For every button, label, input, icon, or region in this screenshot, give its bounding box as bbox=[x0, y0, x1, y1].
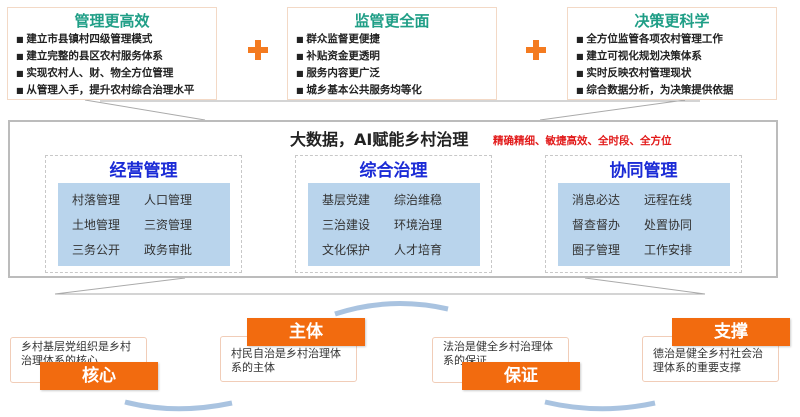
module-item: 村落管理 bbox=[72, 193, 121, 207]
benefit-item: 服务内容更广泛 bbox=[296, 65, 488, 82]
pillar-tag: 核心 bbox=[40, 362, 158, 390]
pillar-tag: 主体 bbox=[247, 318, 365, 346]
benefit-box-decision: 决策更科学 全方位监管各项农村管理工作建立可视化规划决策体系实时反映农村管理现状… bbox=[567, 7, 777, 100]
module-item: 三资管理 bbox=[144, 218, 193, 232]
benefit-box-management: 管理更高效 建立市县镇村四级管理模式建立完整的县区农村服务体系实现农村人、财、物… bbox=[7, 7, 217, 100]
module-item: 督查督办 bbox=[572, 218, 621, 232]
cycle-arrow bbox=[124, 399, 233, 412]
benefit-item: 建立市县镇村四级管理模式 bbox=[16, 31, 208, 48]
plus-icon bbox=[526, 40, 546, 60]
module-item: 综治维稳 bbox=[394, 193, 443, 207]
module-item: 工作安排 bbox=[644, 243, 693, 257]
module-item: 远程在线 bbox=[644, 193, 693, 207]
benefit-item: 群众监督更便捷 bbox=[296, 31, 488, 48]
cycle-arrow bbox=[544, 399, 656, 412]
module-item: 人口管理 bbox=[144, 193, 193, 207]
module-item: 三务公开 bbox=[72, 243, 121, 257]
benefit-item: 从管理入手，提升农村综合治理水平 bbox=[16, 82, 208, 99]
module-item: 基层党建 bbox=[322, 193, 371, 207]
pillar-tag: 支撑 bbox=[672, 318, 790, 346]
module-item: 处置协同 bbox=[644, 218, 693, 232]
benefit-item: 建立可视化规划决策体系 bbox=[576, 48, 768, 65]
module-item: 消息必达 bbox=[572, 193, 621, 207]
pillar-tag: 保证 bbox=[462, 362, 580, 390]
benefit-item: 建立完整的县区农村服务体系 bbox=[16, 48, 208, 65]
benefit-box-supervision: 监管更全面 群众监督更便捷补贴资金更透明服务内容更广泛城乡基本公共服务均等化 bbox=[287, 7, 497, 100]
module-item: 三治建设 bbox=[322, 218, 371, 232]
module-item: 土地管理 bbox=[72, 218, 121, 232]
module-item: 文化保护 bbox=[322, 243, 371, 257]
benefit-item: 综合数据分析，为决策提供依据 bbox=[576, 82, 768, 99]
benefit-item: 全方位监管各项农村管理工作 bbox=[576, 31, 768, 48]
benefit-title: 监管更全面 bbox=[354, 12, 430, 30]
module-item: 人才培育 bbox=[394, 243, 443, 257]
benefit-item: 补贴资金更透明 bbox=[296, 48, 488, 65]
cycle-arrow bbox=[334, 301, 449, 317]
plus-icon bbox=[248, 40, 268, 60]
center-title: 大数据，AI赋能乡村治理 bbox=[290, 130, 469, 149]
module-governance: 综合治理 基层党建 综治维稳三治建设 环境治理文化保护 人才培育 bbox=[295, 155, 492, 273]
benefit-title: 管理更高效 bbox=[74, 12, 150, 30]
benefit-item: 实现农村人、财、物全方位管理 bbox=[16, 65, 208, 82]
module-item: 圈子管理 bbox=[572, 243, 621, 257]
benefit-title: 决策更科学 bbox=[634, 12, 710, 30]
center-slogan: 精确精细、敏捷高效、全时段、全方位 bbox=[493, 135, 672, 147]
benefit-item: 城乡基本公共服务均等化 bbox=[296, 82, 488, 99]
module-title: 协同管理 bbox=[609, 161, 678, 181]
module-title: 综合治理 bbox=[359, 161, 428, 181]
benefit-item: 实时反映农村管理现状 bbox=[576, 65, 768, 82]
module-operation: 经营管理 村落管理 人口管理土地管理 三资管理三务公开 政务审批 bbox=[45, 155, 242, 273]
module-item: 环境治理 bbox=[394, 218, 443, 232]
module-title: 经营管理 bbox=[109, 161, 178, 181]
module-item: 政务审批 bbox=[144, 243, 193, 257]
module-collaboration: 协同管理 消息必达 远程在线督查督办 处置协同圈子管理 工作安排 bbox=[545, 155, 742, 273]
